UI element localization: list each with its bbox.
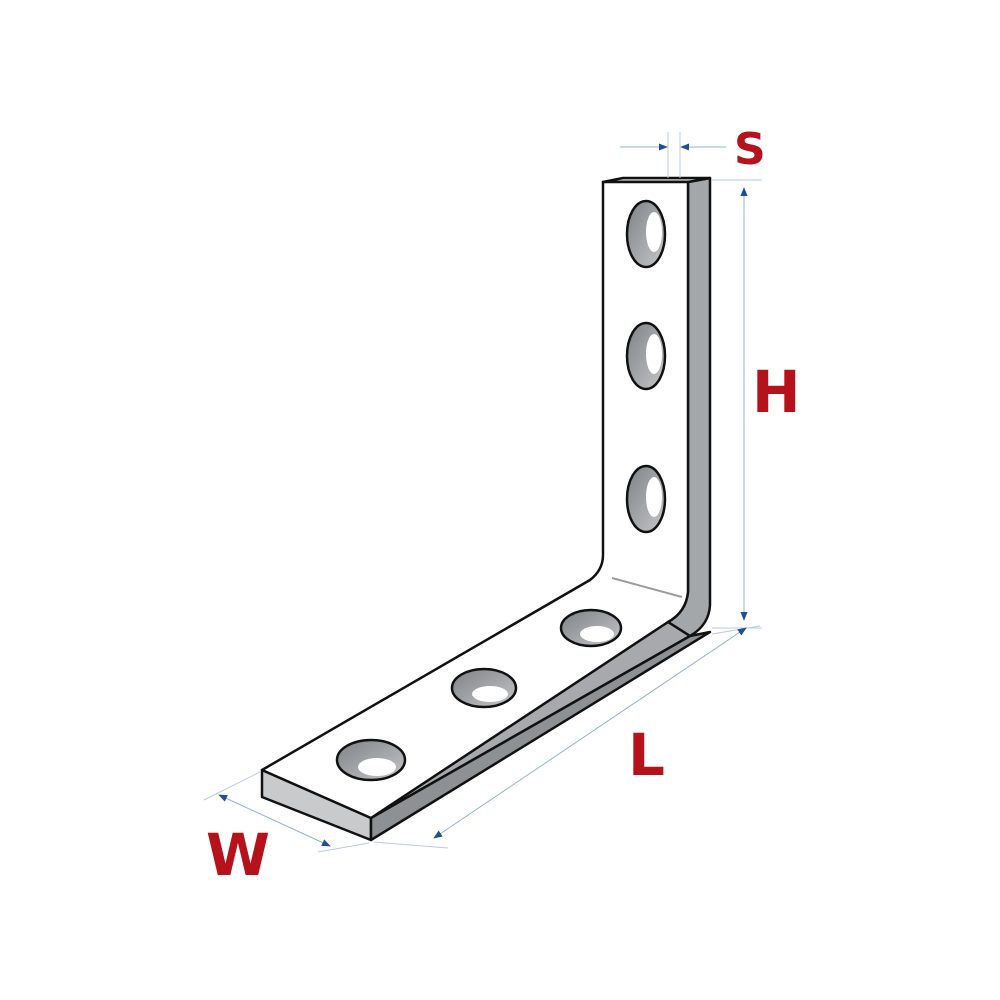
- label-l: L: [628, 721, 665, 789]
- thickness-dimension: [620, 132, 726, 178]
- hole: [625, 321, 667, 391]
- bend-line: [611, 577, 683, 598]
- hole: [450, 667, 518, 709]
- hole: [559, 608, 623, 648]
- label-s: S: [734, 124, 766, 175]
- label-h: H: [752, 358, 801, 426]
- length-dimension: [373, 625, 761, 849]
- hole: [335, 738, 407, 782]
- hole: [625, 199, 667, 269]
- hole: [625, 464, 667, 534]
- label-w: W: [206, 821, 270, 889]
- vertical-holes: [625, 199, 667, 534]
- bracket-face: [260, 180, 690, 820]
- width-dimension: [203, 771, 370, 853]
